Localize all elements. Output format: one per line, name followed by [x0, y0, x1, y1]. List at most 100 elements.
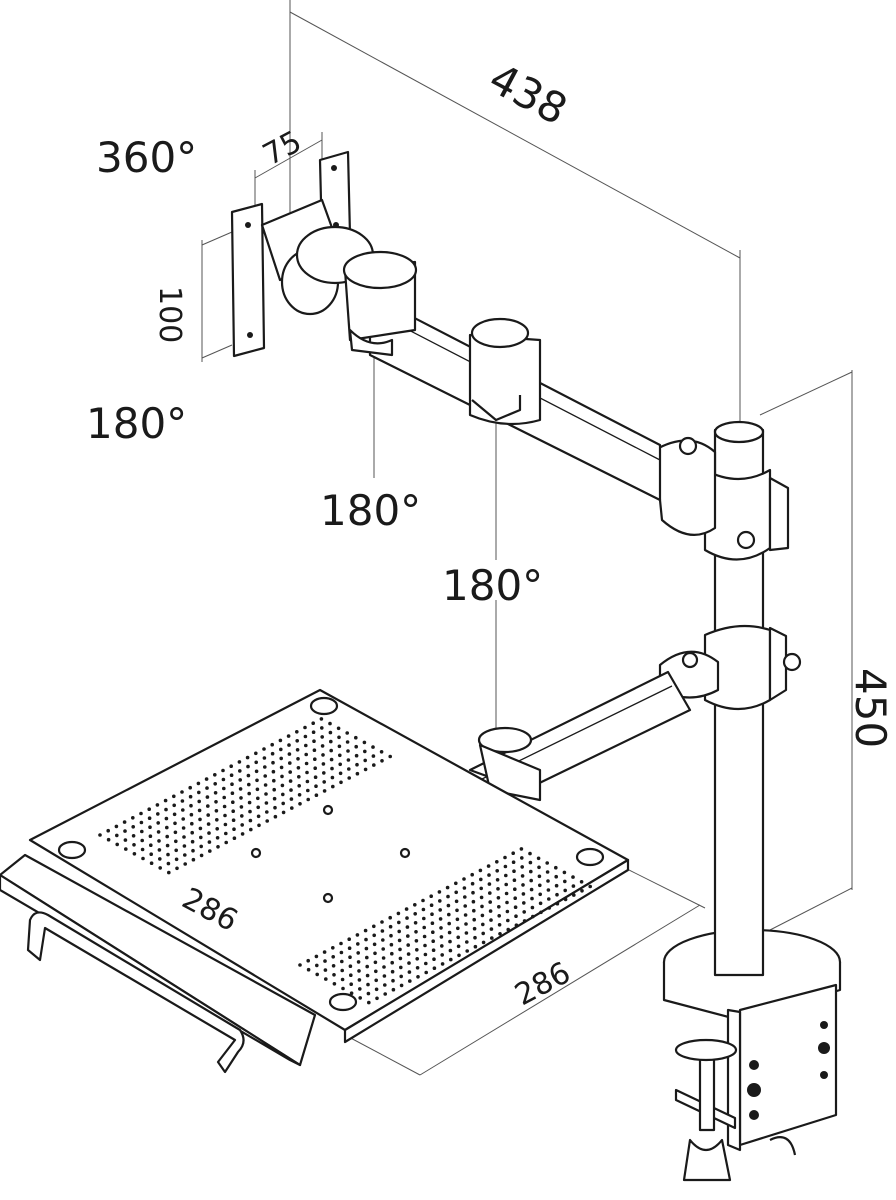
vent-hole [149, 852, 153, 856]
vent-hole [390, 969, 395, 974]
vent-hole [413, 912, 418, 916]
vent-hole [413, 921, 418, 925]
vent-hole [497, 905, 501, 909]
vent-hole [479, 886, 484, 891]
vent-hole [272, 787, 277, 792]
vent-hole [357, 969, 361, 973]
vent-hole [555, 892, 559, 897]
vent-hole [438, 917, 443, 921]
vent-hole [347, 767, 351, 771]
vent-hole [498, 932, 502, 936]
vent-hole [180, 790, 184, 794]
vent-hole [539, 910, 543, 915]
vent-hole [206, 804, 210, 808]
vent-hole [432, 966, 437, 970]
vent-hole [183, 853, 187, 857]
vent-hole [399, 983, 404, 988]
vent-hole [348, 964, 353, 968]
vent-hole [213, 782, 217, 786]
vent-hole [132, 843, 136, 847]
vent-hole [313, 775, 318, 779]
vent-hole [381, 938, 385, 942]
vent-hole [247, 782, 251, 787]
vent-hole [181, 826, 186, 830]
vent-hole [390, 951, 394, 956]
vent-hole [449, 957, 453, 962]
vent-hole [322, 789, 327, 793]
vent-hole [321, 753, 325, 757]
vent-hole [406, 943, 411, 947]
vent-hole [572, 893, 576, 897]
vent-hole [296, 766, 301, 770]
vent-hole [297, 793, 302, 797]
vent-hole [197, 808, 202, 813]
upper-collar [653, 436, 790, 561]
vent-hole [405, 916, 409, 920]
vent-hole [356, 942, 360, 946]
vent-hole [421, 907, 426, 912]
vent-hole [257, 823, 261, 828]
vent-hole [238, 769, 242, 773]
vent-hole [208, 849, 212, 853]
vent-hole [415, 948, 419, 952]
vent-hole [546, 879, 550, 883]
vent-hole [456, 944, 461, 949]
vent-hole [164, 807, 168, 812]
vent-hole [140, 838, 144, 843]
vent-hole [364, 937, 368, 942]
vent-hole [172, 812, 177, 817]
vent-hole [330, 775, 335, 780]
vent-hole [365, 973, 370, 978]
vent-hole [197, 799, 201, 804]
vent-hole [328, 721, 332, 726]
vent-hole [322, 780, 327, 784]
vent-hole [364, 946, 369, 951]
vent-hole [240, 832, 245, 836]
vent-hole [288, 761, 292, 765]
vent-hole [439, 926, 443, 930]
vent-hole [106, 828, 110, 833]
vent-hole [313, 766, 318, 770]
vent-hole [229, 773, 234, 777]
vent-hole [448, 939, 452, 944]
vent-hole [537, 874, 542, 879]
vent-hole [197, 790, 201, 795]
vent-hole [331, 784, 335, 789]
vent-hole [512, 878, 517, 882]
vent-hole [271, 769, 276, 774]
vent-hole [229, 764, 233, 768]
lower-joint-label: 180° [442, 561, 543, 610]
vent-hole [513, 887, 517, 891]
vent-hole [365, 955, 369, 960]
vent-hole [447, 912, 451, 917]
vent-hole [456, 935, 461, 940]
vent-hole [457, 953, 461, 958]
vent-hole [115, 842, 119, 847]
vent-hole [505, 909, 510, 914]
vent-hole [347, 776, 352, 780]
vent-hole [246, 773, 251, 778]
vent-hole [438, 908, 443, 912]
vent-hole [158, 866, 162, 870]
vent-hole [363, 767, 368, 772]
vent-hole [298, 963, 302, 967]
vent-hole [511, 851, 515, 855]
vent-hole [264, 792, 268, 796]
vent-hole [262, 756, 267, 760]
vent-hole [339, 950, 344, 955]
vent-hole [224, 840, 228, 845]
vent-hole [181, 808, 185, 812]
vent-hole [328, 730, 333, 735]
vent-hole [489, 927, 494, 931]
vent-hole [190, 821, 194, 826]
vent-hole [306, 788, 310, 793]
vent-hole [371, 754, 376, 758]
vent-hole [439, 935, 444, 939]
vent-hole [375, 996, 379, 1001]
vesa-height-label: 100 [152, 286, 187, 343]
vent-hole [340, 959, 344, 964]
vent-hole [306, 967, 311, 972]
vent-hole [141, 856, 145, 861]
vent-hole [522, 910, 526, 914]
vent-hole [571, 884, 576, 888]
